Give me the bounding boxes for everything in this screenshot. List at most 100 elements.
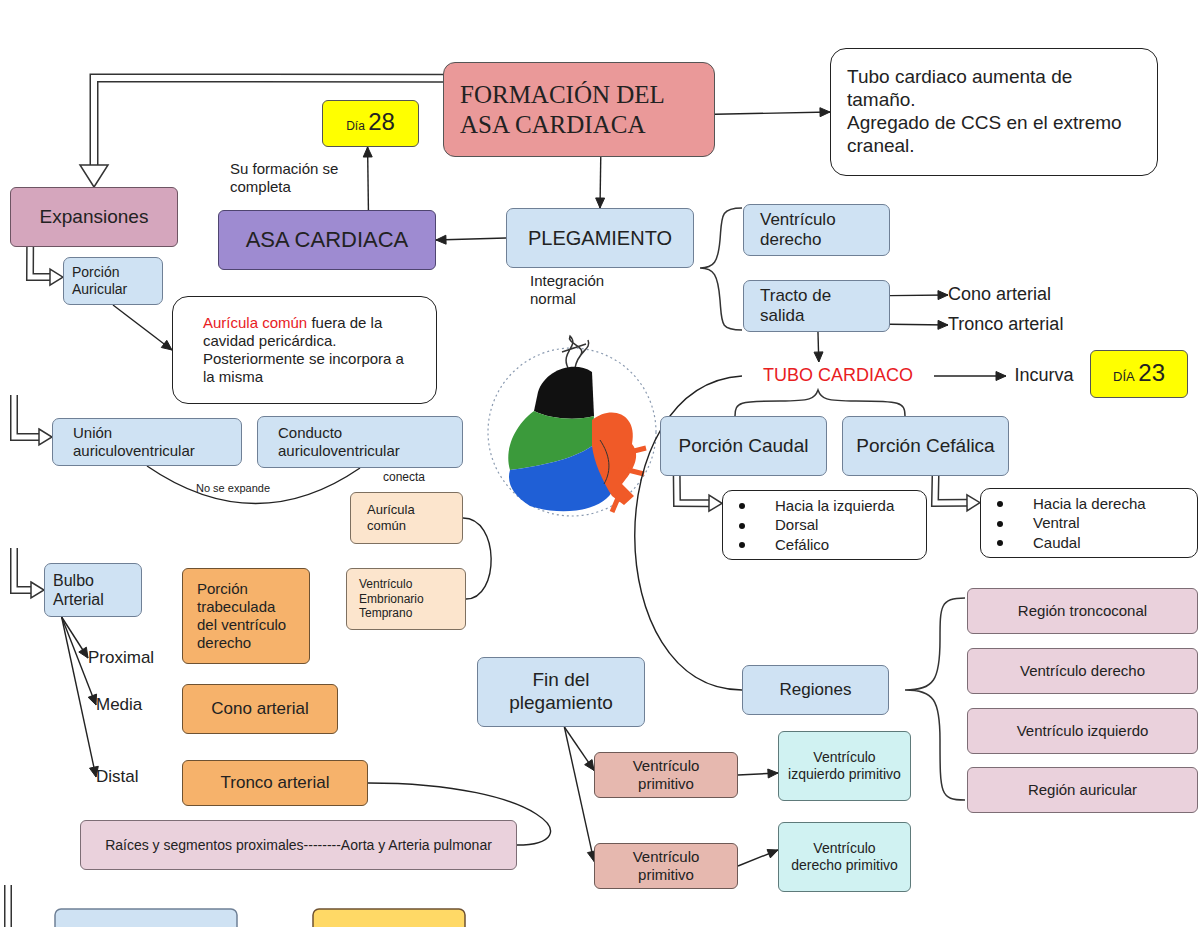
- hollow-head: [31, 582, 44, 598]
- node-text: Cefálico: [729, 535, 829, 554]
- hollow-shaft: [30, 247, 50, 277]
- node-text: Cono arterial: [211, 699, 308, 719]
- node-text: Porción Caudal: [679, 435, 809, 458]
- note-box: Aurícula comúnfuera de la cavidad pericá…: [172, 296, 437, 404]
- hollow-shaft: [677, 476, 709, 503]
- connector-line: [62, 617, 96, 777]
- concept-box: Región troncoconal: [967, 588, 1198, 634]
- node-text: Expansiones: [40, 206, 149, 229]
- node-text: Ventrículo derecho: [1020, 662, 1145, 680]
- dotted-outline: [488, 348, 656, 516]
- concept-box: Tracto de salida: [743, 280, 890, 332]
- node-text: Distal: [96, 767, 139, 787]
- hollow-arrow: [14, 395, 52, 445]
- concept-box: Bulbo Arterial: [44, 563, 142, 617]
- hollow-head: [39, 429, 52, 445]
- connector: [463, 518, 491, 599]
- hollow-shaft: [935, 476, 967, 503]
- arrow-head: [596, 198, 605, 208]
- node-text: Día: [346, 119, 365, 133]
- node-text: 23: [1138, 359, 1165, 388]
- connector: [113, 305, 172, 350]
- node-text: Unión auriculoventricular: [73, 424, 221, 460]
- concept-box: Ventrículo izquierdo: [967, 708, 1198, 754]
- node-text: Ventrículo derecho: [760, 210, 873, 251]
- text-node: Proximal: [88, 645, 174, 671]
- concept-box: ASA CARDIACA: [218, 210, 436, 270]
- arrow-head: [767, 850, 778, 858]
- connector: [677, 476, 722, 511]
- hollow-shaft: [14, 548, 32, 590]
- connector: [62, 617, 99, 777]
- concept-box: Ventrículo Embrionario Temprano: [346, 568, 466, 630]
- node-text: Región auricular: [1028, 781, 1137, 799]
- heart-illustration: [488, 336, 656, 516]
- node-text: Ventrículo Embrionario Temprano: [359, 577, 453, 620]
- vessel-sketch: [562, 336, 589, 368]
- concept-box: Aurícula común: [350, 492, 463, 544]
- text-node: Incurva: [1006, 362, 1082, 390]
- node-text: Media: [96, 695, 142, 715]
- node-text: FORMACIÓN DEL ASA CARDIACA: [460, 80, 698, 140]
- connector: [363, 147, 372, 210]
- curly-brace: [735, 390, 905, 416]
- note-box: Tubo cardiaco aumenta de tamaño.Agregado…: [830, 48, 1158, 176]
- node-text: PLEGAMIENTO: [528, 226, 672, 250]
- hollow-shaft: [14, 395, 40, 437]
- concept-box: Porción Caudal: [660, 416, 827, 476]
- hollow-shaft: [14, 395, 40, 437]
- text-node: Cono arterial: [948, 283, 1108, 307]
- node-text: Proximal: [88, 648, 154, 668]
- concept-box: Ventrículo primitivo: [594, 752, 738, 798]
- node-text: Ventrículo primitivo: [603, 848, 729, 884]
- node-text: DÍA: [1113, 369, 1135, 385]
- node-text: Aurícula común: [203, 314, 307, 331]
- concept-box: Ventrículo primitivo: [594, 843, 738, 889]
- concept-box: Ventrículo derecho: [743, 204, 890, 256]
- connector: [935, 476, 980, 511]
- hollow-arrow: [8, 885, 9, 927]
- connector-line: [738, 850, 778, 866]
- node-text: Conducto auriculoventricular: [278, 424, 442, 460]
- flow-arrow: [600, 440, 609, 484]
- hollow-head: [967, 495, 980, 511]
- bullet-dot: [997, 501, 1003, 507]
- connector: [30, 247, 63, 285]
- bullet-dot: [739, 523, 745, 529]
- connector: [934, 372, 1006, 381]
- arrow-head: [938, 291, 948, 300]
- hollow-head: [80, 165, 108, 187]
- node-text: Porción Auricular: [72, 264, 154, 298]
- arrow-head: [161, 340, 172, 350]
- arrow-head: [820, 108, 830, 117]
- connector: [596, 157, 605, 208]
- cropped-box: [313, 909, 465, 927]
- text-node: Tronco arterial: [948, 312, 1118, 338]
- node-text: Cono arterial: [948, 284, 1051, 306]
- node-text: 28: [368, 108, 395, 137]
- concept-box: Raíces y segmentos proximales--------Aor…: [80, 820, 517, 870]
- concept-box: Fin del plegamiento: [477, 657, 645, 727]
- arrow-head: [436, 235, 446, 244]
- connector: [738, 850, 778, 866]
- concept-box: Porción Cefálica: [842, 416, 1009, 476]
- hollow-head: [50, 269, 63, 285]
- hollow-arrow: [14, 548, 44, 598]
- curly-brace: [700, 208, 742, 330]
- bullet-dot: [997, 521, 1003, 527]
- bullet-dot: [997, 540, 1003, 546]
- bullet-box: Hacia la izquierdaDorsalCefálico: [722, 490, 927, 560]
- hollow-shaft: [30, 247, 50, 277]
- hollow-shaft: [94, 78, 443, 165]
- connector: [436, 235, 506, 244]
- concept-box: Porción Auricular: [63, 257, 163, 305]
- concept-box: Región auricular: [967, 767, 1198, 813]
- connector-line: [436, 238, 506, 240]
- text-flow: Aurícula comúnfuera de la cavidad pericá…: [203, 314, 406, 386]
- connector: [564, 727, 596, 861]
- hollow-shaft: [677, 476, 709, 503]
- connector: [890, 291, 948, 300]
- curly-brace: [905, 598, 965, 800]
- node-text: Región troncoconal: [1018, 602, 1147, 620]
